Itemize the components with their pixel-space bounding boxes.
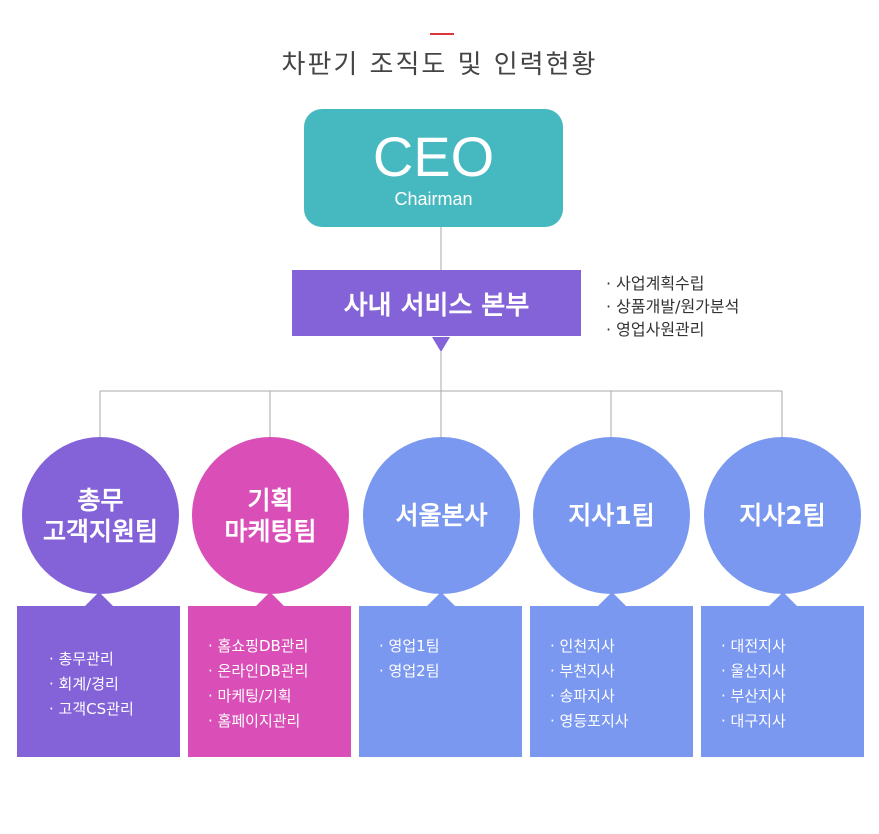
page-title: 차판기 조직도 및 인력현황 bbox=[281, 50, 598, 80]
team-name-line: 서울본사 bbox=[395, 501, 488, 530]
team-duty-item: 송파지사 bbox=[550, 684, 629, 709]
team-circle-branch-1: 지사1팀 bbox=[533, 437, 690, 594]
team-duty-item: 고객CS관리 bbox=[49, 697, 134, 722]
team-duty-item: 회계/경리 bbox=[49, 672, 134, 697]
team-duty-item: 온라인DB관리 bbox=[208, 659, 309, 684]
hq-duty-item: 상품개발/원가분석 bbox=[606, 295, 739, 318]
hq-duty-list: 사업계획수립 상품개발/원가분석 영업사원관리 bbox=[606, 272, 739, 341]
hq-duty-item: 사업계획수립 bbox=[606, 272, 739, 295]
team-name-line: 지사1팀 bbox=[568, 501, 655, 530]
team-duty-box-branch-1: 인천지사 부천지사 송파지사 영등포지사 bbox=[530, 592, 693, 757]
team-circle-branch-2: 지사2팀 bbox=[704, 437, 861, 594]
team-duty-item: 울산지사 bbox=[721, 659, 786, 684]
hq-node: 사내 서비스 본부 bbox=[292, 270, 581, 336]
hq-duty-item: 영업사원관리 bbox=[606, 318, 739, 341]
team-name-line: 마케팅팀 bbox=[224, 516, 317, 546]
team-name-line: 기획 bbox=[247, 485, 294, 515]
team-duty-item: 홈쇼핑DB관리 bbox=[208, 634, 309, 659]
team-duty-item: 홈페이지관리 bbox=[208, 709, 308, 734]
team-name-line: 고객지원팀 bbox=[42, 516, 158, 546]
team-duty-box-branch-2: 대전지사 울산지사 부산지사 대구지사 bbox=[701, 592, 864, 757]
team-name-line: 총무 bbox=[77, 485, 124, 515]
ceo-subtitle: Chairman bbox=[394, 189, 473, 209]
team-duty-item: 부산지사 bbox=[721, 684, 786, 709]
team-circle-seoul-hq: 서울본사 bbox=[363, 437, 520, 594]
team-duty-item: 영업1팀 bbox=[379, 634, 440, 659]
title-accent-line bbox=[430, 33, 454, 35]
team-circle-planning-marketing: 기획 마케팅팀 bbox=[192, 437, 349, 594]
team-duty-item: 부천지사 bbox=[550, 659, 629, 684]
team-duty-box-seoul-hq: 영업1팀 영업2팀 bbox=[359, 592, 522, 757]
hq-down-arrow bbox=[432, 337, 450, 352]
team-duty-item: 영업2팀 bbox=[379, 659, 440, 684]
ceo-title: CEO bbox=[372, 125, 495, 188]
ceo-node: CEO Chairman bbox=[304, 109, 563, 227]
team-duty-item: 대전지사 bbox=[721, 634, 786, 659]
team-duty-item: 마케팅/기획 bbox=[208, 684, 308, 709]
team-circle-general-affairs: 총무 고객지원팀 bbox=[22, 437, 179, 594]
team-duty-box-planning-marketing: 홈쇼핑DB관리 온라인DB관리 마케팅/기획 홈페이지관리 bbox=[188, 592, 351, 757]
team-duty-item: 대구지사 bbox=[721, 709, 786, 734]
team-duty-item: 영등포지사 bbox=[550, 709, 629, 734]
team-name-line: 지사2팀 bbox=[739, 501, 826, 530]
team-duty-item: 인천지사 bbox=[550, 634, 629, 659]
team-duty-item: 총무관리 bbox=[49, 647, 134, 672]
team-duty-box-general-affairs: 총무관리 회계/경리 고객CS관리 bbox=[17, 592, 180, 757]
